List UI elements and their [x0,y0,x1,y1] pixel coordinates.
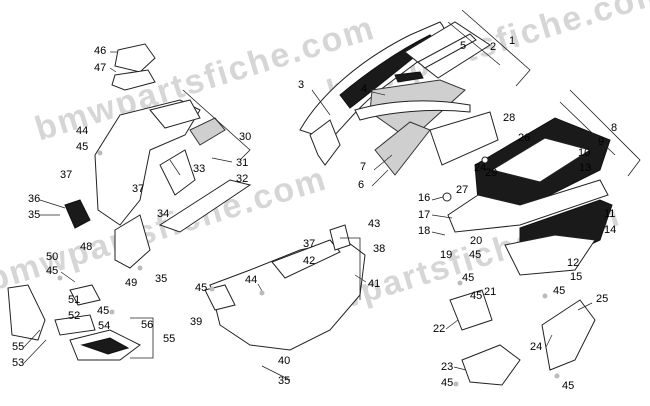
callout-9: 9 [598,136,604,148]
callout-48: 48 [80,241,92,253]
callout-45d: 45 [195,282,207,294]
side-panel-assembly [429,111,613,276]
callout-19: 19 [440,249,452,261]
headlight-assembly [7,284,141,361]
callout-45g: 45 [553,285,565,297]
callout-50: 50 [46,251,58,263]
callout-25: 25 [596,293,608,305]
callout-45j: 45 [470,290,482,302]
callout-24a: 24 [474,162,486,174]
callout-41: 41 [368,278,380,290]
callout-45b: 45 [46,265,58,277]
callout-1: 1 [509,35,515,47]
callout-8: 8 [611,122,617,134]
callout-29: 29 [485,167,497,179]
callout-44b: 44 [245,274,257,286]
callout-2: 2 [490,41,496,53]
callout-56: 56 [141,319,153,331]
callout-5: 5 [460,40,466,52]
callout-47: 47 [94,62,106,74]
callout-36: 36 [28,193,40,205]
callout-16: 16 [418,192,430,204]
belly-pan-assembly [204,224,366,351]
callout-12: 12 [567,257,579,269]
callout-23: 23 [441,361,453,373]
callout-55a: 55 [12,341,24,353]
callout-28: 28 [503,112,515,124]
callout-24b: 24 [530,341,542,353]
callout-35b: 35 [155,273,167,285]
callout-43: 43 [368,218,380,230]
callout-6: 6 [358,179,364,191]
hardware-dots [57,150,560,387]
callout-40: 40 [278,355,290,367]
callout-14: 14 [604,224,616,236]
callout-7: 7 [360,161,366,173]
callout-37c: 37 [303,238,315,250]
callout-45f: 45 [462,272,474,284]
callout-3: 3 [298,79,304,91]
callout-21: 21 [484,286,496,298]
callout-49: 49 [125,277,137,289]
callout-45c: 45 [97,305,109,317]
callout-52: 52 [68,310,80,322]
callout-33: 33 [193,163,205,175]
callout-26: 26 [518,132,530,144]
callout-13: 13 [579,162,591,174]
callout-27: 27 [456,184,468,196]
callout-51: 51 [68,294,80,306]
callout-32: 32 [236,173,248,185]
callout-labels: 1 2 3 4 5 6 7 8 9 10 11 12 13 14 15 16 1… [12,35,617,392]
callout-35c: 35 [278,375,290,387]
callout-53: 53 [12,357,24,369]
callout-37a: 37 [60,169,72,181]
callout-31: 31 [236,157,248,169]
callout-39: 39 [190,316,202,328]
hood-assembly [299,21,491,176]
callout-35a: 35 [28,209,40,221]
callout-11: 11 [604,208,615,220]
callout-38: 38 [373,243,385,255]
callout-42: 42 [303,255,315,267]
grouping-brackets [130,9,641,359]
callout-10: 10 [578,147,590,159]
nose-bracket-assembly [64,99,252,269]
callout-45h: 45 [441,377,453,389]
callout-17: 17 [418,209,430,221]
callout-37b: 37 [132,183,144,195]
callout-20: 20 [470,235,482,247]
callout-44a: 44 [76,125,88,137]
callout-15: 15 [570,271,582,283]
callout-34: 34 [157,208,169,220]
leader-lines [23,51,593,381]
callout-45e: 45 [469,249,481,261]
lower-bracket-assembly [449,289,596,386]
callout-54: 54 [98,320,110,332]
callout-55b: 55 [163,333,175,345]
callout-30: 30 [239,131,251,143]
callout-22: 22 [433,323,445,335]
callout-46: 46 [94,45,106,57]
callout-45i: 45 [562,380,574,392]
callout-45a: 45 [76,141,88,153]
frame-parts [111,43,156,91]
callout-4: 4 [361,83,367,95]
callout-18: 18 [418,225,430,237]
